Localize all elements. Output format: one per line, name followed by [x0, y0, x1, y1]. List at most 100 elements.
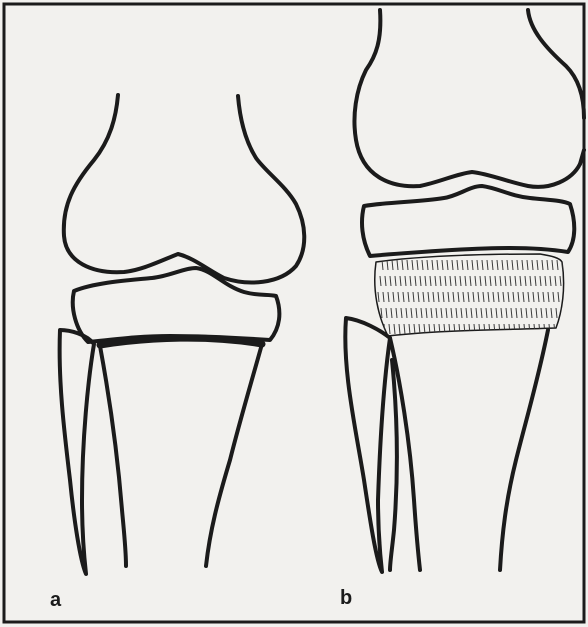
- hatch-stroke: [433, 292, 434, 302]
- hatch-stroke: [508, 292, 509, 302]
- hatch-stroke: [412, 260, 413, 270]
- hatch-stroke: [409, 324, 410, 334]
- hatch-stroke: [461, 308, 462, 318]
- hatch-stroke: [411, 308, 412, 318]
- panel-b-cartilage-hatching: [378, 260, 563, 334]
- hatch-stroke: [517, 260, 518, 270]
- hatch-stroke: [385, 276, 386, 286]
- hatch-stroke: [465, 276, 466, 286]
- hatch-stroke: [446, 308, 447, 318]
- hatch-stroke: [525, 276, 526, 286]
- hatch-stroke: [417, 260, 418, 270]
- hatch-stroke: [459, 324, 460, 334]
- hatch-stroke: [505, 276, 506, 286]
- hatch-stroke: [380, 276, 381, 286]
- hatch-stroke: [452, 260, 453, 270]
- hatch-stroke: [512, 260, 513, 270]
- hatch-stroke: [455, 276, 456, 286]
- hatch-stroke: [482, 260, 483, 270]
- hatch-stroke: [472, 260, 473, 270]
- hatch-stroke: [478, 292, 479, 302]
- hatch-stroke: [558, 292, 559, 302]
- hatch-stroke: [541, 308, 542, 318]
- hatch-stroke: [397, 260, 398, 270]
- hatch-stroke: [438, 292, 439, 302]
- hatch-stroke: [391, 308, 392, 318]
- hatch-stroke: [501, 308, 502, 318]
- hatch-stroke: [414, 324, 415, 334]
- hatch-stroke: [480, 276, 481, 286]
- hatch-stroke: [458, 292, 459, 302]
- hatch-stroke: [516, 308, 517, 318]
- panel-b-femur-right: [528, 10, 584, 164]
- hatch-stroke: [546, 308, 547, 318]
- panel-a-tibia-left-edge: [100, 346, 126, 566]
- panel-a-patella: [73, 268, 280, 342]
- hatch-stroke: [470, 276, 471, 286]
- hatch-stroke: [560, 276, 561, 286]
- hatch-stroke: [488, 292, 489, 302]
- hatch-stroke: [404, 324, 405, 334]
- hatch-stroke: [406, 308, 407, 318]
- hatch-stroke: [467, 260, 468, 270]
- hatch-stroke: [521, 308, 522, 318]
- hatch-stroke: [381, 308, 382, 318]
- hatch-stroke: [507, 260, 508, 270]
- panel-a-growth-plate: [100, 338, 262, 345]
- hatch-stroke: [430, 276, 431, 286]
- hatch-stroke: [393, 292, 394, 302]
- hatch-stroke: [453, 292, 454, 302]
- hatch-stroke: [396, 308, 397, 318]
- hatch-stroke: [493, 292, 494, 302]
- hatch-stroke: [460, 276, 461, 286]
- hatch-stroke: [491, 308, 492, 318]
- hatch-stroke: [403, 292, 404, 302]
- hatch-stroke: [476, 308, 477, 318]
- hatch-stroke: [471, 308, 472, 318]
- panel-b-fibula-inner: [390, 360, 397, 570]
- hatch-stroke: [402, 260, 403, 270]
- hatch-stroke: [440, 276, 441, 286]
- hatch-stroke: [513, 292, 514, 302]
- hatch-stroke: [450, 276, 451, 286]
- hatch-stroke: [435, 276, 436, 286]
- hatch-stroke: [509, 324, 510, 334]
- hatch-stroke: [410, 276, 411, 286]
- hatch-stroke: [519, 324, 520, 334]
- hatch-stroke: [427, 260, 428, 270]
- hatch-stroke: [428, 292, 429, 302]
- hatch-stroke: [394, 324, 395, 334]
- hatch-stroke: [540, 276, 541, 286]
- hatch-stroke: [510, 276, 511, 286]
- hatch-stroke: [499, 324, 500, 334]
- hatch-stroke: [496, 308, 497, 318]
- hatch-stroke: [454, 324, 455, 334]
- hatch-stroke: [548, 292, 549, 302]
- hatch-stroke: [497, 260, 498, 270]
- hatch-stroke: [500, 276, 501, 286]
- hatch-stroke: [386, 308, 387, 318]
- hatch-stroke: [551, 308, 552, 318]
- hatch-stroke: [555, 276, 556, 286]
- hatch-stroke: [436, 308, 437, 318]
- hatch-stroke: [421, 308, 422, 318]
- hatch-stroke: [473, 292, 474, 302]
- hatch-stroke: [515, 276, 516, 286]
- hatch-stroke: [387, 260, 388, 270]
- hatch-stroke: [535, 276, 536, 286]
- hatch-stroke: [464, 324, 465, 334]
- hatch-stroke: [504, 324, 505, 334]
- hatch-stroke: [457, 260, 458, 270]
- hatch-stroke: [401, 308, 402, 318]
- hatch-stroke: [390, 276, 391, 286]
- hatch-stroke: [474, 324, 475, 334]
- hatch-stroke: [550, 276, 551, 286]
- hatch-stroke: [419, 324, 420, 334]
- hatch-stroke: [378, 292, 379, 302]
- hatch-stroke: [431, 308, 432, 318]
- hatch-stroke: [495, 276, 496, 286]
- hatch-stroke: [407, 260, 408, 270]
- hatch-stroke: [468, 292, 469, 302]
- hatch-stroke: [475, 276, 476, 286]
- hatch-stroke: [469, 324, 470, 334]
